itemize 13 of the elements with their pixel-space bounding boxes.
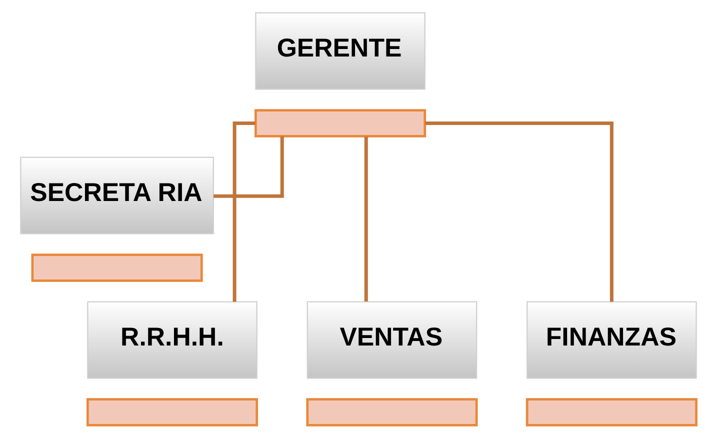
node-box: GERENTE — [255, 12, 426, 90]
connector — [214, 136, 284, 198]
node-box: R.R.H.H. — [87, 301, 258, 379]
node-box — [86, 398, 258, 426]
node-box: FINANZAS — [526, 301, 697, 379]
node-box — [526, 398, 698, 426]
connector — [425, 121, 614, 302]
node-box: VENTAS — [306, 301, 478, 379]
node-box — [31, 254, 203, 282]
node-box — [254, 109, 426, 138]
node-box: SECRETA RIA — [20, 156, 214, 234]
connector — [364, 136, 368, 302]
node-box — [306, 398, 478, 426]
